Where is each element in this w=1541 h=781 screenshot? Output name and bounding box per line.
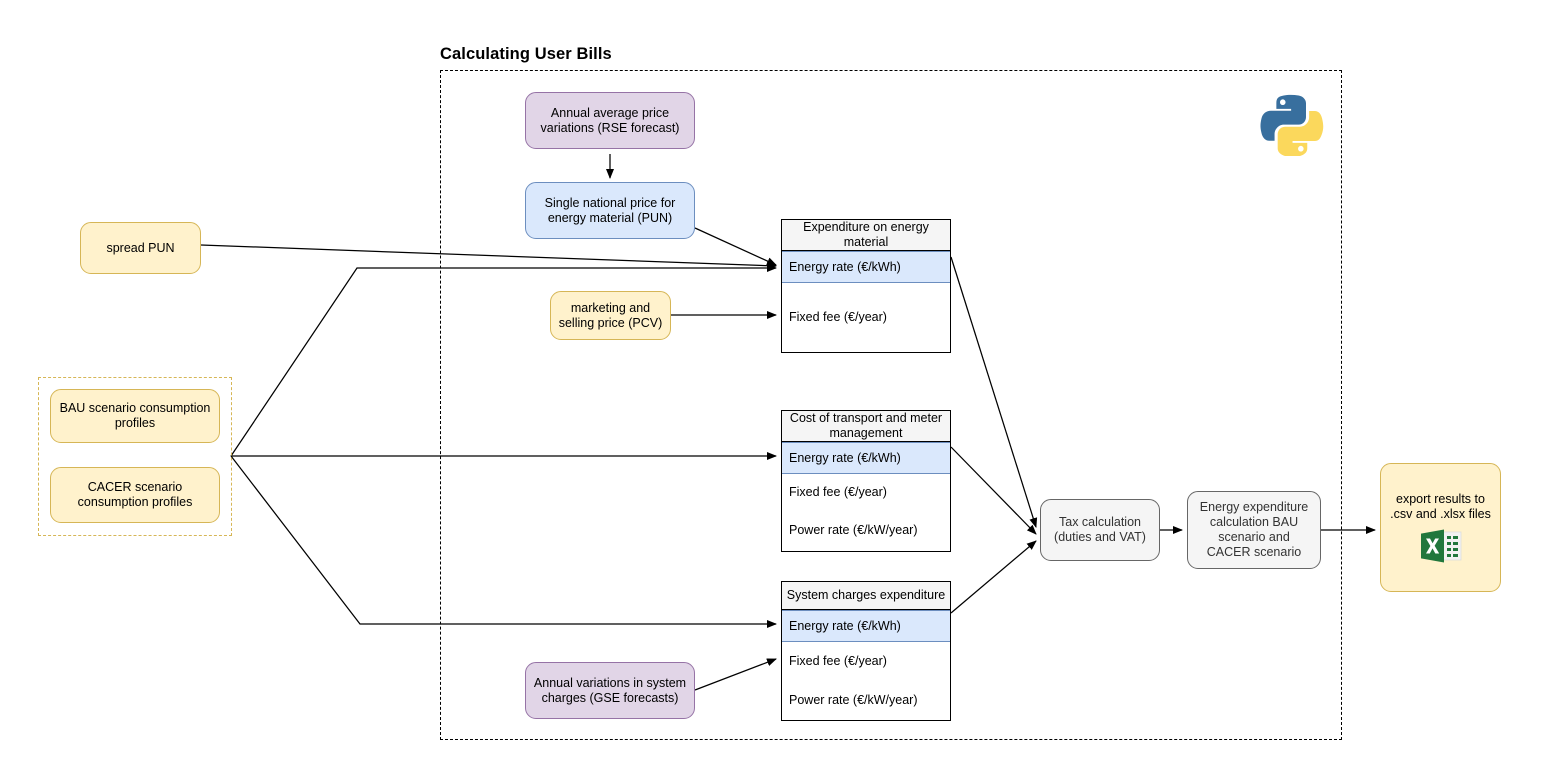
table-row[interactable]: Power rate (€/kW/year) [789,523,918,537]
forecast-gse-system-charges[interactable]: Annual variations in system charges (GSE… [525,662,695,719]
excel-xlsx-icon [1420,529,1462,563]
calculating-user-bills-boundary [440,70,1342,740]
diagram-title: Calculating User Bills [440,45,612,63]
table-row[interactable]: Power rate (€/kW/year) [789,692,918,707]
price-pun-label: Single national price for energy materia… [544,195,676,225]
price-pun[interactable]: Single national price for energy materia… [525,182,695,239]
table-row[interactable]: Fixed fee (€/year) [789,484,887,499]
table-row[interactable]: Energy rate (€/kWh) [782,251,950,283]
process-tax-calculation[interactable]: Tax calculation (duties and VAT) [1040,499,1160,561]
input-spread-pun[interactable]: spread PUN [80,222,201,274]
process-tax-calculation-label: Tax calculation (duties and VAT) [1054,515,1146,544]
python-logo [1258,90,1324,158]
process-energy-expenditure-label: Energy expenditure calculation BAU scena… [1199,500,1309,559]
consumption-profiles-group [38,377,232,536]
table-row[interactable]: Fixed fee (€/year) [789,310,887,324]
table-row[interactable]: Energy rate (€/kWh) [782,442,950,474]
table-row[interactable]: Fixed fee (€/year) [789,653,887,668]
input-cacer-scenario-label: CACER scenario consumption profiles [77,480,193,509]
table-header: System charges expenditure [782,582,950,610]
table-row[interactable]: Energy rate (€/kWh) [782,610,950,642]
table-cost-of-transport-and-meter-management: Cost of transport and meter management E… [781,410,951,552]
input-cacer-scenario[interactable]: CACER scenario consumption profiles [50,467,220,523]
output-export-results-label: export results to .csv and .xlsx files [1390,492,1491,521]
table-header: Cost of transport and meter management [782,411,950,442]
input-bau-scenario[interactable]: BAU scenario consumption profiles [50,389,220,443]
price-pcv-label: marketing and selling price (PCV) [558,300,663,330]
forecast-rse-label: Annual average price variations (RSE for… [540,105,680,135]
table-header: Expenditure on energy material [782,220,950,251]
forecast-rse-price-variations[interactable]: Annual average price variations (RSE for… [525,92,695,149]
input-bau-scenario-label: BAU scenario consumption profiles [59,401,211,430]
price-pcv[interactable]: marketing and selling price (PCV) [550,291,671,340]
table-expenditure-on-energy-material: Expenditure on energy material Energy ra… [781,219,951,353]
process-energy-expenditure-calculation[interactable]: Energy expenditure calculation BAU scena… [1187,491,1321,569]
table-system-charges-expenditure: System charges expenditure Energy rate (… [781,581,951,721]
forecast-gse-label: Annual variations in system charges (GSE… [533,675,687,705]
output-export-results[interactable]: export results to .csv and .xlsx files [1380,463,1501,592]
input-spread-pun-label: spread PUN [106,240,175,255]
